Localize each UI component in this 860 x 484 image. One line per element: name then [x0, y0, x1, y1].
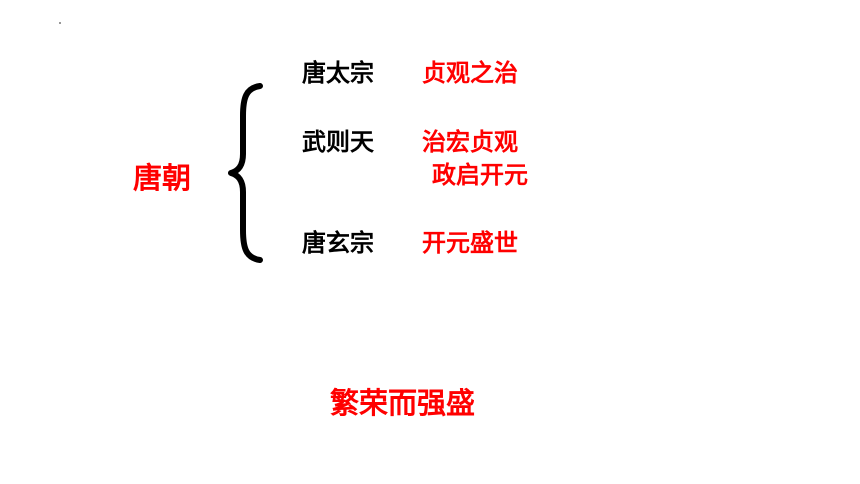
- emperor-wuzetian: 武则天: [302, 128, 374, 156]
- achievement-zhihong: 治宏贞观: [422, 128, 518, 156]
- achievement-zhenguan: 贞观之治: [422, 59, 518, 87]
- dynasty-label: 唐朝: [133, 161, 192, 195]
- decorative-dot: [59, 22, 61, 24]
- emperor-xuanzong: 唐玄宗: [302, 229, 374, 257]
- summary-text: 繁荣而强盛: [330, 386, 476, 420]
- curly-brace: [228, 83, 263, 263]
- achievement-kaiyuan: 开元盛世: [422, 229, 518, 257]
- achievement-zhengqi: 政启开元: [432, 161, 528, 189]
- emperor-taizong: 唐太宗: [302, 59, 374, 87]
